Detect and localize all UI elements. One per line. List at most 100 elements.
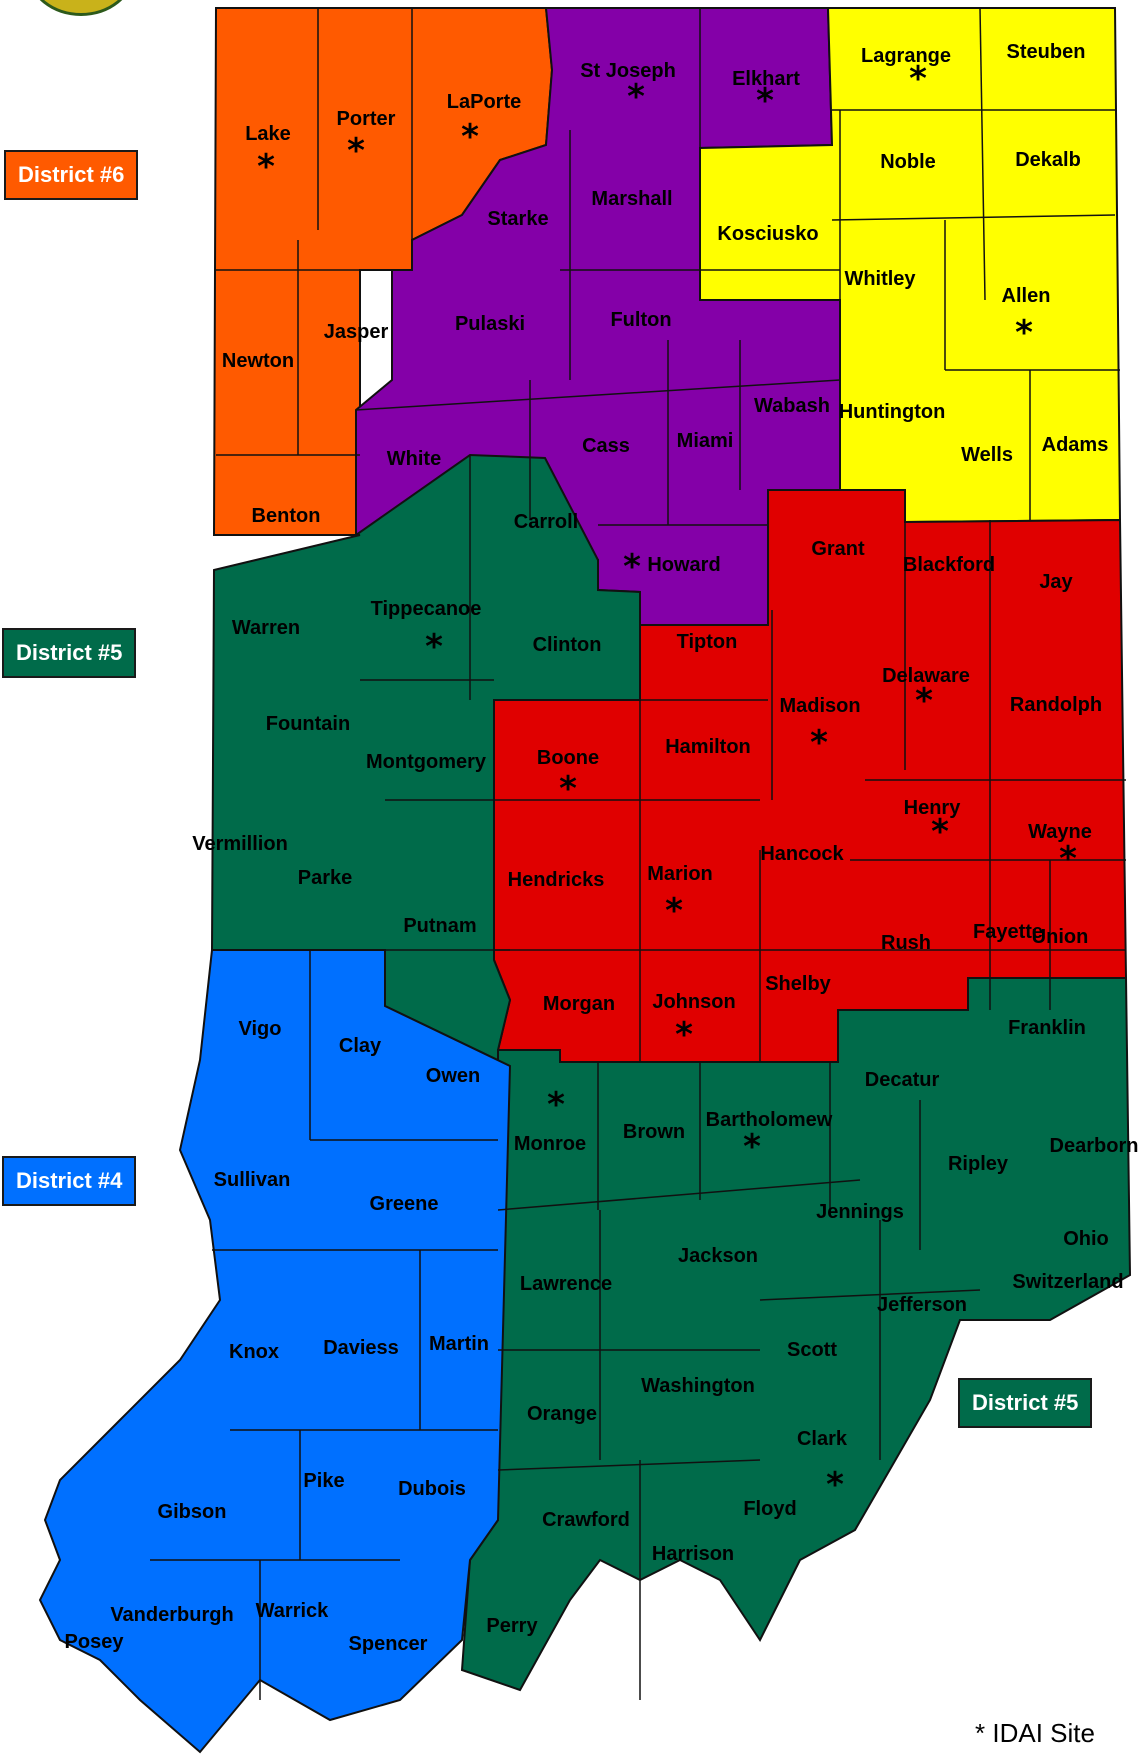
county-label-lawrence: Lawrence <box>520 1273 612 1295</box>
idai-site-star-icon: * <box>347 131 365 171</box>
county-label-huntington: Huntington <box>839 401 946 423</box>
county-label-montgomery: Montgomery <box>366 751 487 773</box>
county-label-jasper: Jasper <box>324 321 389 343</box>
county-label-lagrange: Lagrange <box>861 45 951 67</box>
county-label-franklin: Franklin <box>1008 1017 1086 1039</box>
county-label-clinton: Clinton <box>533 634 602 656</box>
county-label-harrison: Harrison <box>652 1543 734 1565</box>
county-label-pulaski: Pulaski <box>455 313 525 335</box>
county-label-st-joseph: St Joseph <box>580 60 676 82</box>
county-label-union: Union <box>1032 926 1089 948</box>
idai-site-star-icon: * <box>743 1127 761 1167</box>
idai-site-markers: ******************* <box>257 59 1077 1505</box>
county-label-porter: Porter <box>337 108 396 130</box>
county-label-madison: Madison <box>779 695 860 717</box>
county-label-scott: Scott <box>787 1339 837 1361</box>
district-4-badge: District #4 <box>2 1156 137 1206</box>
county-label-hendricks: Hendricks <box>508 869 605 891</box>
county-label-sullivan: Sullivan <box>214 1169 291 1191</box>
county-label-bartholomew: Bartholomew <box>706 1109 833 1131</box>
legend-label: IDAI Site <box>992 1718 1095 1748</box>
county-label-laporte: LaPorte <box>447 91 521 113</box>
county-label-noble: Noble <box>880 151 936 173</box>
county-label-crawford: Crawford <box>542 1509 630 1531</box>
idai-site-star-icon: * <box>623 547 641 587</box>
county-label-switzerland: Switzerland <box>1012 1271 1123 1293</box>
county-label-owen: Owen <box>426 1065 480 1087</box>
county-label-posey: Posey <box>65 1631 125 1653</box>
county-label-perry: Perry <box>486 1615 538 1637</box>
county-label-elkhart: Elkhart <box>732 68 800 90</box>
county-label-blackford: Blackford <box>903 554 995 576</box>
county-label-ripley: Ripley <box>948 1153 1009 1175</box>
county-label-rush: Rush <box>881 932 931 954</box>
county-label-wayne: Wayne <box>1028 821 1092 843</box>
county-label-carroll: Carroll <box>514 511 578 533</box>
county-label-knox: Knox <box>229 1341 279 1363</box>
idai-site-star-icon: * <box>1059 839 1077 879</box>
idai-site-star-icon: * <box>931 812 949 852</box>
idai-site-star-icon: * <box>756 81 774 121</box>
district-5-badge: District #5 <box>958 1378 1093 1428</box>
county-label-shelby: Shelby <box>765 973 831 995</box>
county-label-henry: Henry <box>904 797 962 819</box>
county-label-tippecanoe: Tippecanoe <box>371 598 482 620</box>
county-label-fountain: Fountain <box>266 713 350 735</box>
county-label-white: White <box>387 448 441 470</box>
district-5-badge: District #5 <box>2 628 137 678</box>
idai-site-star-icon: * <box>1015 313 1033 353</box>
county-border-line <box>497 1459 761 1471</box>
county-label-vigo: Vigo <box>239 1018 282 1040</box>
county-label-johnson: Johnson <box>652 991 735 1013</box>
idai-site-star-icon: * <box>810 723 828 763</box>
county-label-lake: Lake <box>245 123 291 145</box>
idai-site-star-icon: * <box>257 147 275 187</box>
county-label-newton: Newton <box>222 350 294 372</box>
county-border-line <box>831 214 1116 221</box>
district-4-region <box>38 949 512 1754</box>
county-label-decatur: Decatur <box>865 1069 940 1091</box>
county-label-grant: Grant <box>811 538 865 560</box>
county-label-clark: Clark <box>797 1428 848 1450</box>
idai-site-star-icon: * <box>627 77 645 117</box>
idai-site-star-icon: * <box>425 627 443 667</box>
county-label-dearborn: Dearborn <box>1050 1135 1139 1157</box>
county-label-floyd: Floyd <box>743 1498 796 1520</box>
county-label-putnam: Putnam <box>403 915 476 937</box>
county-label-allen: Allen <box>1002 285 1051 307</box>
county-label-dekalb: Dekalb <box>1015 149 1081 171</box>
county-label-fulton: Fulton <box>610 309 671 331</box>
county-borders <box>150 7 1126 1700</box>
county-label-wells: Wells <box>961 444 1013 466</box>
county-labels: Lake Porter LaPorte St Joseph Elkhart Lagrang… <box>65 41 1139 1655</box>
county-label-cass: Cass <box>582 435 630 457</box>
county-label-vermillion: Vermillion <box>192 833 288 855</box>
county-label-whitley: Whitley <box>844 268 916 290</box>
county-label-hancock: Hancock <box>760 843 844 865</box>
idai-site-star-icon: * <box>826 1465 844 1505</box>
county-label-spencer: Spencer <box>349 1633 428 1655</box>
district-6-badge: District #6 <box>4 150 139 200</box>
county-label-vanderburgh: Vanderburgh <box>110 1604 233 1626</box>
county-label-delaware: Delaware <box>882 665 970 687</box>
idai-site-star-icon: * <box>547 1085 565 1125</box>
county-label-tipton: Tipton <box>677 631 738 653</box>
county-label-gibson: Gibson <box>158 1501 227 1523</box>
county-label-ohio: Ohio <box>1063 1228 1109 1250</box>
county-border-line <box>759 1289 981 1301</box>
county-border-line <box>979 7 986 301</box>
county-label-fayette: Fayette <box>973 921 1043 943</box>
county-label-dubois: Dubois <box>398 1478 466 1500</box>
county-label-clay: Clay <box>339 1035 382 1057</box>
county-label-brown: Brown <box>623 1121 685 1143</box>
county-label-kosciusko: Kosciusko <box>717 223 818 245</box>
idai-site-star-icon: * <box>915 681 933 721</box>
county-label-morgan: Morgan <box>543 993 615 1015</box>
county-label-jefferson: Jefferson <box>877 1294 967 1316</box>
county-label-randolph: Randolph <box>1010 694 1102 716</box>
county-label-benton: Benton <box>252 505 321 527</box>
idai-site-star-icon: * <box>909 59 927 99</box>
county-border-line <box>497 1179 861 1211</box>
